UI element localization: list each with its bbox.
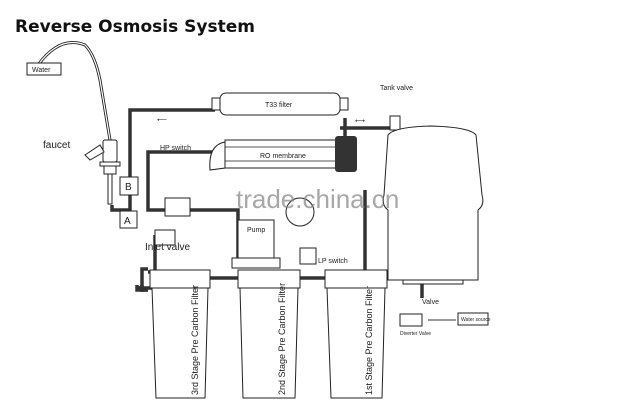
diagram-title: Reverse Osmosis System [15,17,255,37]
marker-b: B [125,182,132,193]
filter-2nd-stage-label: 2nd Stage Pre Carbon Filter [277,283,287,395]
water-label-box [26,62,62,76]
water-source-label: Water source [461,317,491,323]
diverter-valve-label: Diverter Valve [400,331,431,337]
lp-switch [299,247,317,265]
faucet [36,41,121,205]
valve-label: Valve [422,299,439,306]
ro-membrane [209,136,357,172]
pump-label: Pump [247,227,265,234]
tank-valve-label: Tank valve [380,85,413,92]
t33-filter [211,92,349,116]
t33-filter-label: T33 filter [265,102,293,109]
diverter-valve [399,313,423,327]
filter-3rd-stage [149,269,211,399]
filter-1st-stage [324,269,388,399]
water-source-box [457,312,489,326]
flow-arrow-bidirectional: ⟷ [355,118,365,125]
marker-a: A [124,216,131,227]
marker-a-box [119,210,138,229]
water-label: Water [32,67,51,74]
hp-switch-label: HP switch [160,145,191,152]
filter-1st-stage-label: 1st Stage Pre Carbon Filter [364,286,374,395]
pump [231,197,315,269]
lp-switch-label: LP switch [318,258,348,265]
filter-2nd-stage [237,269,301,399]
inlet-valve [154,229,176,246]
hp-switch [164,197,191,217]
inlet-valve-label: Inlet valve [145,242,190,253]
marker-b-box [119,176,139,196]
faucet-label: faucet [43,140,70,151]
filter-3rd-stage-label: 3rd Stage Pre Carbon Filter [190,285,200,395]
storage-tank [382,115,484,285]
ro-membrane-label: RO membrane [260,153,306,160]
watermark: trade.china.cn [236,184,399,214]
flow-arrow: ⟵ [157,117,167,124]
